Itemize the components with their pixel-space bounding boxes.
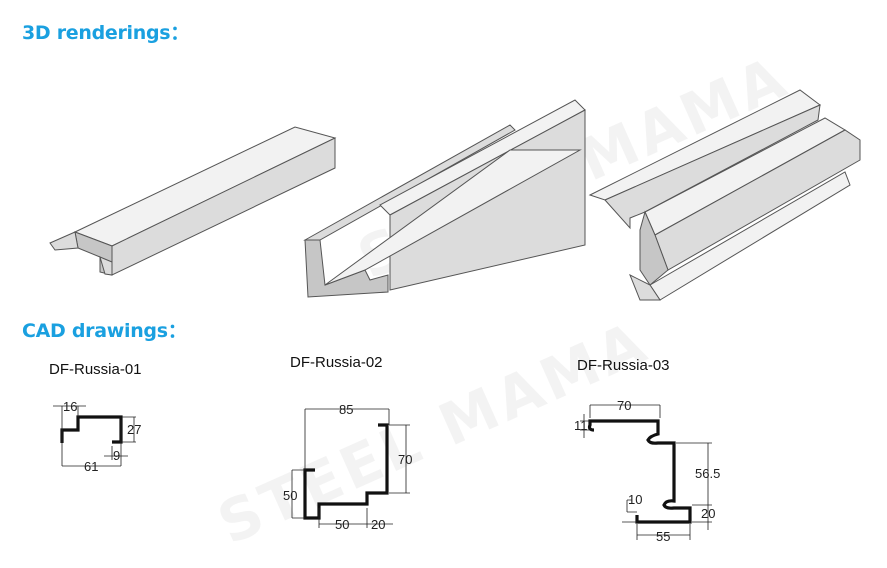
- dimension-label: 55: [656, 529, 670, 544]
- dimension-label: 61: [84, 459, 98, 474]
- cad-drawing-02: DF-Russia-02 85 70 50 50 20: [283, 354, 412, 532]
- dimension-label: 20: [701, 506, 715, 521]
- cad-drawing-03: DF-Russia-03 70 11 56.5 10 20 55: [574, 357, 720, 544]
- renderings-heading: 3D renderings：: [22, 22, 189, 44]
- cad-drawings-heading: CAD drawings：: [22, 320, 187, 342]
- rendering-profile-02: [303, 99, 586, 298]
- dimension-label: 27: [127, 422, 141, 437]
- dimension-label: 16: [63, 399, 77, 414]
- dimension-label: 50: [335, 517, 349, 532]
- dimension-label: 85: [339, 402, 353, 417]
- rendering-profile-01: [49, 126, 337, 276]
- dimension-label: 9: [113, 448, 120, 463]
- cad-drawing-01: DF-Russia-01 16 27 9 61: [49, 361, 142, 474]
- dimension-label: 70: [617, 398, 631, 413]
- dimension-label: 56.5: [695, 466, 720, 481]
- drawing-title: DF-Russia-03: [577, 357, 670, 374]
- drawing-title: DF-Russia-02: [290, 354, 383, 371]
- dimension-label: 70: [398, 452, 412, 467]
- dimension-label: 50: [283, 488, 297, 503]
- dimension-label: 20: [371, 517, 385, 532]
- watermark: STEEL MAMA: [208, 307, 659, 557]
- rendering-profile-03: [588, 89, 861, 301]
- dimension-label: 11: [574, 418, 588, 433]
- dimension-label: 10: [628, 492, 642, 507]
- drawing-title: DF-Russia-01: [49, 361, 142, 378]
